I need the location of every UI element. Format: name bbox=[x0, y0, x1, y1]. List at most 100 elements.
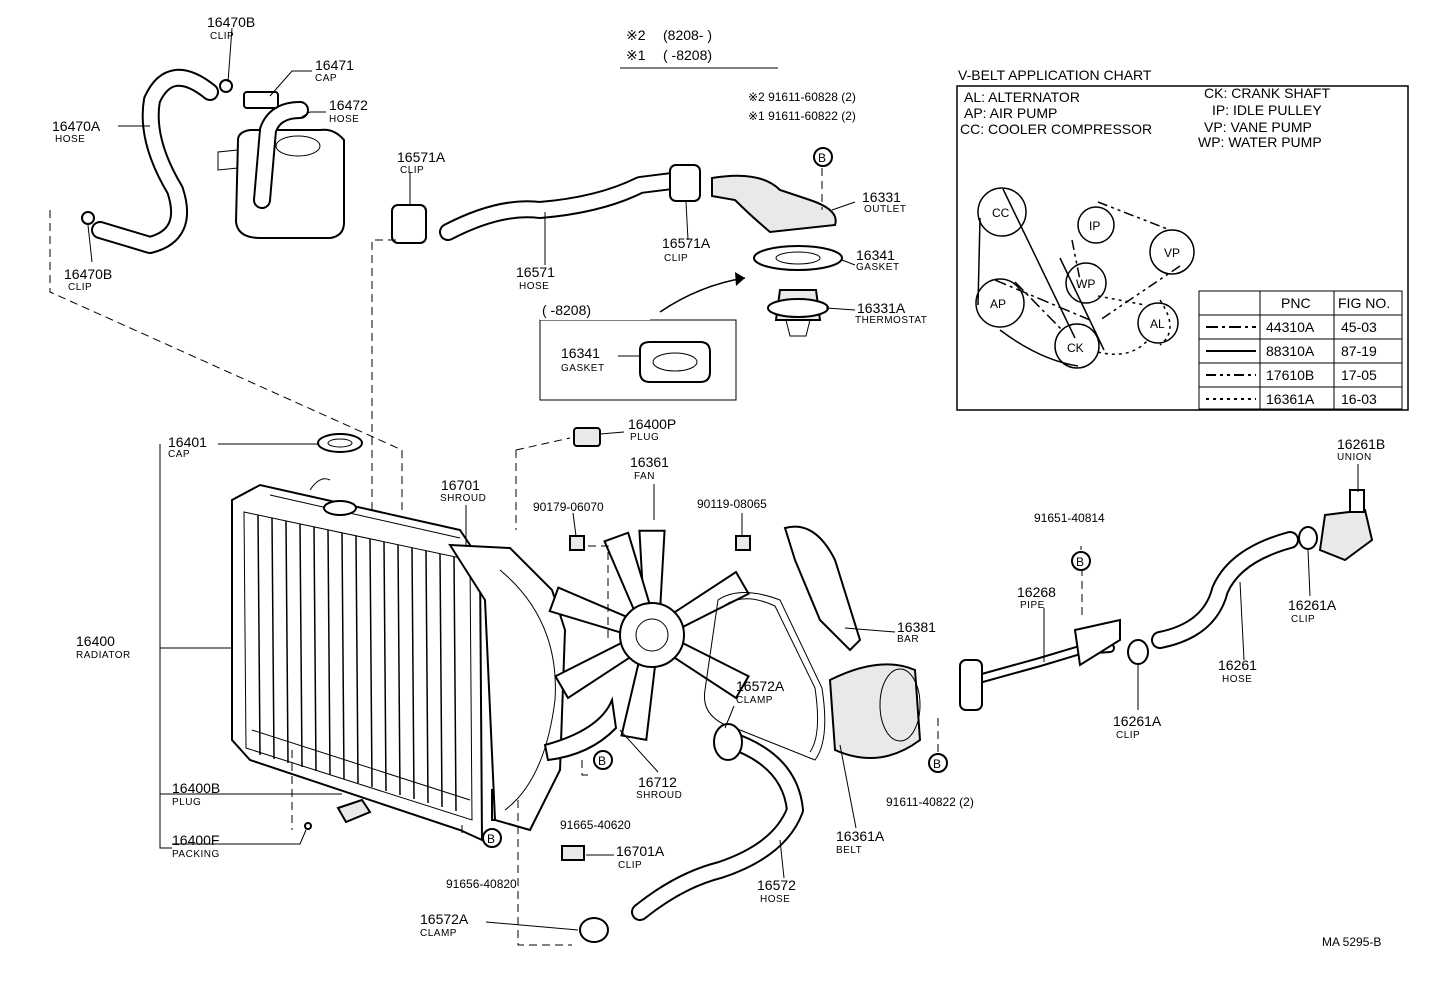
svg-text:16701: 16701 bbox=[441, 477, 480, 493]
svg-text:16400: 16400 bbox=[76, 633, 115, 649]
legend-al: AL: ALTERNATOR bbox=[964, 89, 1080, 105]
svg-text:B: B bbox=[487, 832, 495, 846]
svg-text:CLAMP: CLAMP bbox=[420, 928, 457, 939]
fan-blade bbox=[620, 660, 657, 742]
svg-text:16261: 16261 bbox=[1218, 657, 1257, 673]
svg-text:16361: 16361 bbox=[630, 454, 669, 470]
bolt-marker: B bbox=[813, 147, 833, 167]
radiator-fin bbox=[425, 550, 429, 804]
svg-text:CC: CC bbox=[992, 206, 1010, 220]
bolt-label-91611-40822: 91611-40822 (2) bbox=[886, 795, 974, 809]
inset-gasket-box: ( -8208) bbox=[539, 272, 746, 401]
svg-text:HOSE: HOSE bbox=[329, 114, 359, 125]
svg-text:16341: 16341 bbox=[856, 247, 895, 263]
svg-text:16701A: 16701A bbox=[616, 843, 665, 859]
union-16261B bbox=[1318, 508, 1374, 562]
radiator-bracket bbox=[159, 444, 172, 849]
svg-text:THERMOSTAT: THERMOSTAT bbox=[855, 315, 927, 326]
svg-text:OUTLET: OUTLET bbox=[864, 204, 906, 215]
svg-text:CLIP: CLIP bbox=[1116, 730, 1140, 741]
belt-routing bbox=[977, 188, 1181, 367]
radiator-fin bbox=[369, 538, 373, 788]
svg-text:B: B bbox=[818, 151, 826, 165]
table-pnc-2: 17610B bbox=[1266, 367, 1314, 383]
svg-text:16261A: 16261A bbox=[1288, 597, 1337, 613]
reference-lines bbox=[49, 168, 1083, 946]
bolt-notes: ※2 91611-60828 (2) ※1 91611-60822 (2) bbox=[748, 90, 856, 123]
pipe-flange bbox=[959, 659, 983, 711]
table-header-pnc: PNC bbox=[1281, 295, 1311, 311]
pulley-ck: CK bbox=[1054, 323, 1100, 369]
bolt-marker: B bbox=[1071, 551, 1091, 571]
svg-text:IP: IP bbox=[1089, 219, 1100, 233]
radiator-fin bbox=[383, 541, 387, 792]
bolt-label-90119-08065: 90119-08065 bbox=[697, 497, 767, 511]
reservoir-cap-16471 bbox=[243, 91, 279, 109]
bolt-marker: B bbox=[928, 753, 948, 773]
svg-text:CLIP: CLIP bbox=[68, 282, 92, 293]
alternator bbox=[828, 663, 922, 759]
svg-text:SHROUD: SHROUD bbox=[636, 790, 682, 801]
table-pnc-0: 44310A bbox=[1266, 319, 1315, 335]
svg-text:FAN: FAN bbox=[634, 471, 655, 482]
table-fig-1: 87-19 bbox=[1341, 343, 1377, 359]
svg-text:CLIP: CLIP bbox=[400, 165, 424, 176]
drain-plug-16400B bbox=[336, 798, 372, 824]
bolt-90179-06070 bbox=[569, 535, 585, 551]
radiator-fin bbox=[285, 520, 289, 764]
svg-text:16571A: 16571A bbox=[397, 149, 446, 165]
reservoir-group bbox=[81, 68, 346, 254]
gasket-16341 bbox=[753, 245, 843, 271]
lower-shroud-16712 bbox=[543, 696, 618, 762]
legend-vp: VP: VANE PUMP bbox=[1204, 119, 1312, 135]
radiator-fin bbox=[411, 547, 415, 800]
svg-text:UNION: UNION bbox=[1337, 452, 1372, 463]
svg-text:16268: 16268 bbox=[1017, 584, 1056, 600]
svg-text:CLIP: CLIP bbox=[1291, 614, 1315, 625]
table-fig-0: 45-03 bbox=[1341, 319, 1377, 335]
svg-text:16571: 16571 bbox=[516, 264, 555, 280]
radiator-cap-16401 bbox=[317, 433, 363, 453]
reservoir-bracket bbox=[217, 149, 239, 171]
fan-16361 bbox=[548, 529, 750, 742]
fan-blade bbox=[554, 640, 633, 700]
svg-text:AL: AL bbox=[1150, 317, 1165, 331]
bolt-90119-08065 bbox=[735, 535, 751, 551]
svg-text:PLUG: PLUG bbox=[630, 432, 659, 443]
pulley-al: AL bbox=[1137, 302, 1179, 344]
radiator-fins bbox=[257, 514, 457, 812]
water-outlet-16331 bbox=[711, 174, 837, 234]
clip-16470B-top bbox=[219, 79, 233, 93]
svg-text:16572: 16572 bbox=[757, 877, 796, 893]
bolt-label-90179-06070: 90179-06070 bbox=[533, 500, 604, 514]
clip-16261A-left bbox=[1127, 639, 1149, 665]
svg-text:16572A: 16572A bbox=[420, 911, 469, 927]
legend-cc: CC: COOLER COMPRESSOR bbox=[960, 121, 1152, 137]
clip-16571A-right bbox=[669, 164, 701, 202]
vbelt-chart-frame bbox=[956, 85, 1409, 411]
belt-16361A bbox=[703, 592, 826, 761]
svg-text:16400B: 16400B bbox=[172, 780, 220, 796]
svg-text:CLAMP: CLAMP bbox=[736, 695, 773, 706]
bolt-label-91656-40820: 91656-40820 bbox=[446, 877, 517, 891]
svg-text:PACKING: PACKING bbox=[172, 849, 220, 860]
